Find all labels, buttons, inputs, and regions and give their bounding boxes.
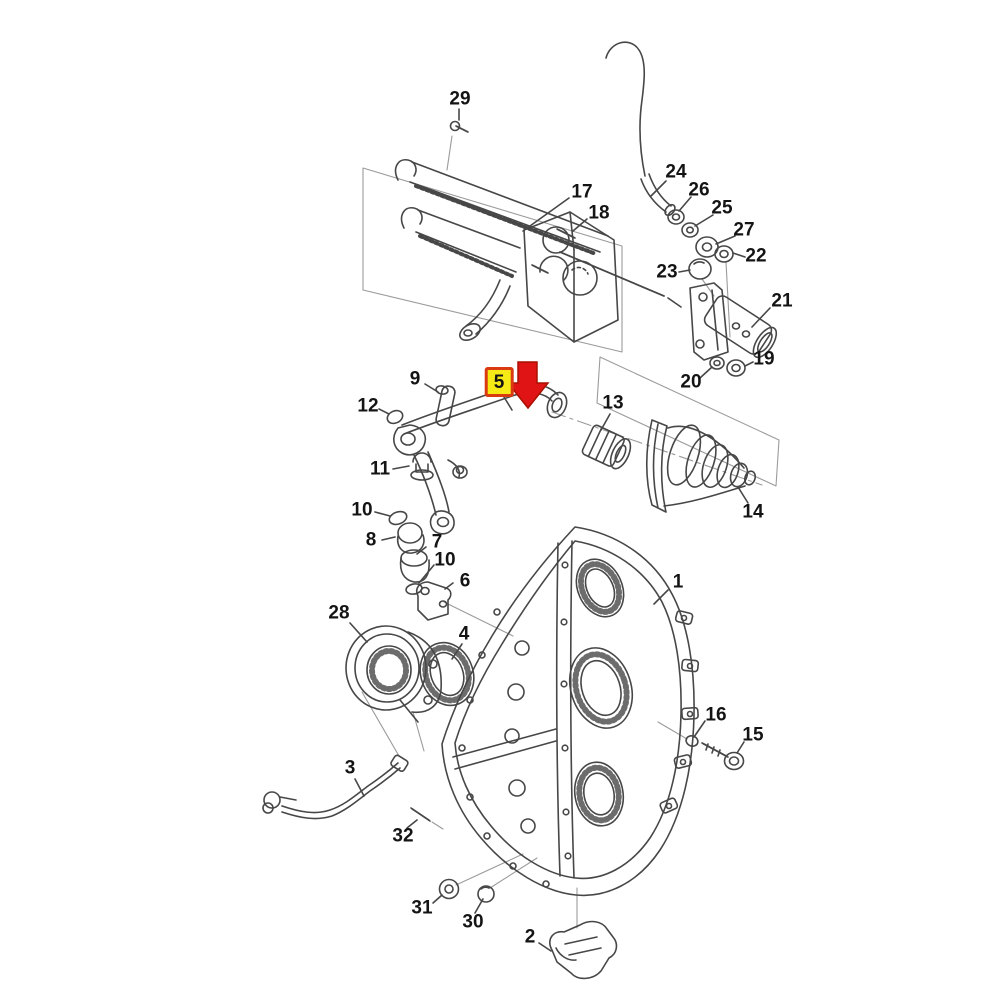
part-label-22: 22 (745, 245, 767, 267)
part-label-9: 9 (409, 368, 421, 390)
label-leader-lines (349, 108, 771, 952)
part-27-ring-art (695, 236, 719, 258)
part-label-8: 8 (365, 529, 377, 551)
part-label-12: 12 (357, 395, 379, 417)
part-24-cable-art (605, 41, 676, 217)
part-29-bolt-art (449, 120, 469, 133)
part-label-10: 10 (434, 549, 456, 571)
part-label-13: 13 (602, 392, 624, 414)
part-label-27: 27 (733, 219, 755, 241)
part-label-2: 2 (524, 926, 536, 948)
part-label-29: 29 (449, 88, 471, 110)
part-8-ball-cup-art (396, 522, 425, 554)
part-15-bolt-art (701, 742, 745, 771)
part-label-14: 14 (742, 501, 764, 523)
construction-boxes (362, 167, 780, 487)
part-4-seal-art (419, 641, 475, 707)
part-1-housing-art (441, 526, 700, 897)
part-5-release-fork-art (393, 382, 568, 535)
part-label-6: 6 (459, 570, 471, 592)
part-10-oring-upper-art (388, 510, 408, 526)
part-21-master-cylinder-art (559, 251, 778, 361)
part-22-nut-art (714, 245, 734, 263)
part-label-28: 28 (328, 602, 350, 624)
part-26-ring-art (667, 209, 685, 225)
part-label-7: 7 (431, 531, 443, 553)
part-label-26: 26 (688, 179, 710, 201)
part-label-1: 1 (672, 571, 684, 593)
part-25-ring-art (681, 222, 699, 238)
part-12-oring-art (386, 409, 404, 425)
part-2-bracket-art (549, 920, 618, 980)
part-10-oring-lower-art (405, 583, 423, 595)
highlighted-part-label: 5 (484, 367, 514, 397)
part-23-grommet-art (688, 258, 712, 280)
part-label-16: 16 (705, 704, 727, 726)
part-17-pedal-bracket-art (394, 158, 619, 343)
construction-lines (361, 135, 763, 929)
part-18-pins-art (531, 228, 576, 274)
part-label-21: 21 (771, 290, 793, 312)
part-label-20: 20 (680, 371, 702, 393)
part-label-24: 24 (665, 161, 687, 183)
part-31-cap-art (438, 878, 460, 900)
part-3-pipe-art (262, 754, 409, 820)
part-13-bushing-art (581, 424, 632, 470)
part-label-19: 19 (753, 348, 775, 370)
part-19-nut-art (726, 359, 746, 377)
part-32-pin-art (410, 807, 444, 830)
part-label-10: 10 (351, 499, 373, 521)
part-30-plug-art (477, 885, 495, 903)
part-label-30: 30 (462, 911, 484, 933)
highlight-arrow-icon (506, 361, 550, 410)
part-20-washer-art (709, 356, 725, 370)
part-label-31: 31 (411, 897, 433, 919)
part-label-32: 32 (392, 825, 414, 847)
part-label-11: 11 (369, 458, 391, 480)
part-label-25: 25 (711, 197, 733, 219)
part-label-18: 18 (588, 202, 610, 224)
part-label-17: 17 (571, 181, 593, 203)
part-label-23: 23 (656, 261, 678, 283)
part-label-15: 15 (742, 724, 764, 746)
part-label-3: 3 (344, 757, 356, 779)
part-label-4: 4 (458, 623, 470, 645)
